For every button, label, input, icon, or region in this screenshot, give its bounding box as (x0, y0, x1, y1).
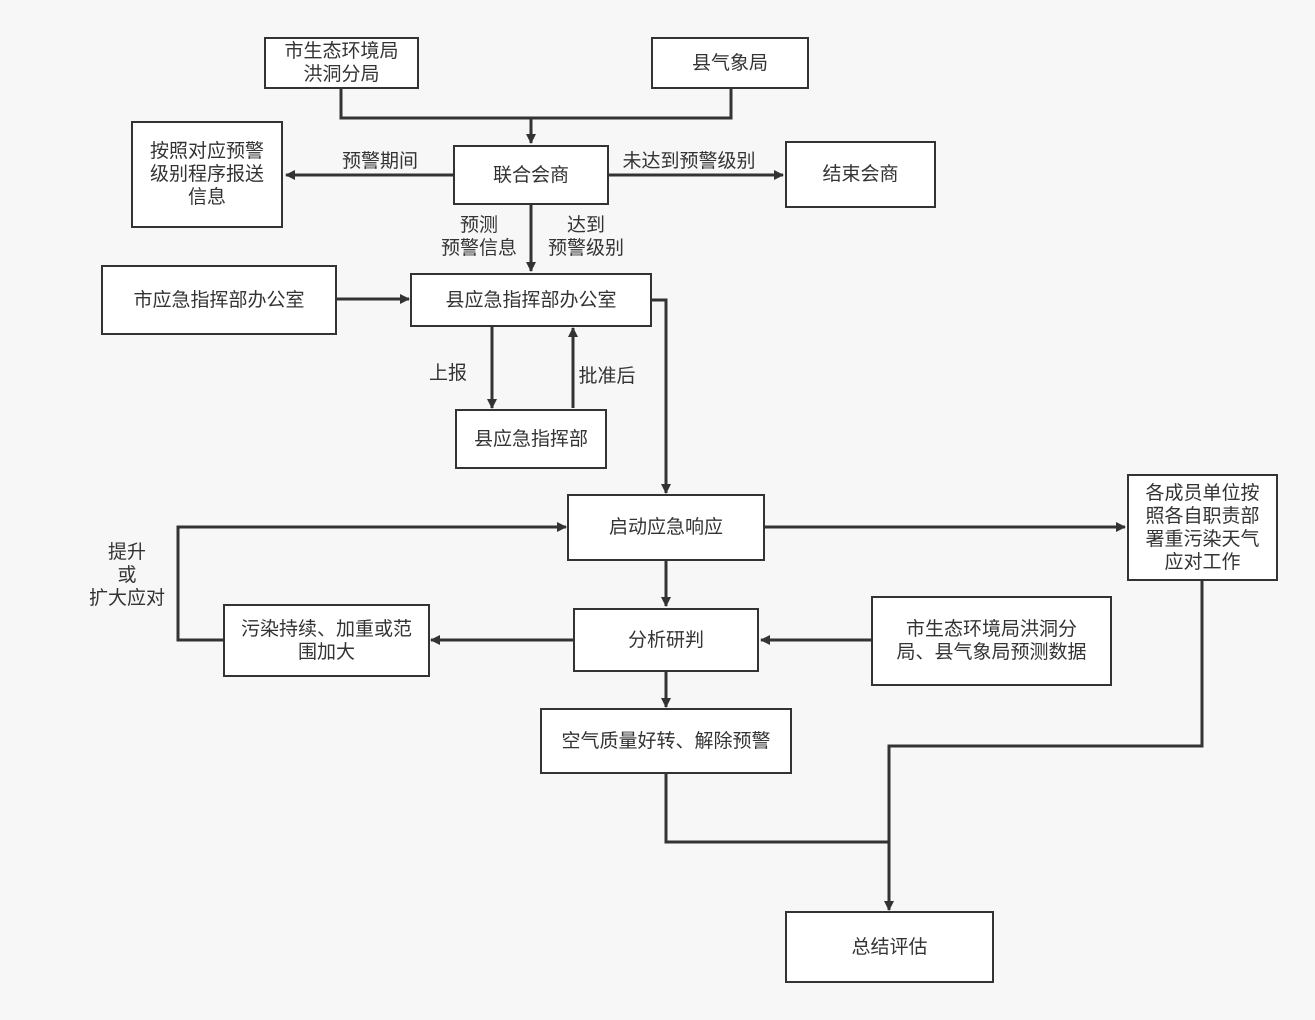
label-not-reach-level: 未达到预警级别 (622, 150, 756, 172)
edge-air-improves-to-summary (664, 773, 889, 844)
node-summary-evaluation: 总结评估 (785, 911, 994, 983)
node-city-emergency-office: 市应急指挥部办公室 (101, 265, 337, 335)
edge-escalate-loop (176, 522, 567, 642)
node-joint-consultation: 联合会商 (453, 145, 609, 205)
node-analysis: 分析研判 (573, 608, 759, 672)
node-pollution-continues: 污染持续、加重或范 围加大 (223, 604, 430, 677)
label-after-approval: 批准后 (578, 365, 636, 387)
node-county-emergency-office: 县应急指挥部办公室 (410, 273, 652, 327)
node-start-emergency-response: 启动应急响应 (567, 494, 765, 561)
node-member-units: 各成员单位按 照各自职责部 署重污染天气 应对工作 (1127, 474, 1278, 581)
label-warning-period: 预警期间 (341, 150, 418, 172)
node-forecast-data: 市生态环境局洪洞分 局、县气象局预测数据 (871, 596, 1112, 686)
node-send-info: 按照对应预警 级别程序报送 信息 (131, 121, 283, 228)
node-end-consultation: 结束会商 (785, 141, 936, 208)
label-report-up: 上报 (428, 362, 467, 384)
label-reach-level: 达到 预警级别 (547, 214, 624, 259)
edge-sources-to-consult (339, 89, 733, 143)
node-county-emergency-hq: 县应急指挥部 (455, 409, 607, 469)
edge-member-units-to-summary (884, 580, 1204, 911)
label-forecast-info: 预测 预警信息 (440, 214, 517, 259)
node-county-weather-bureau: 县气象局 (651, 37, 809, 89)
node-city-env-bureau: 市生态环境局 洪洞分局 (264, 37, 419, 89)
edge-county-office-to-start-response (652, 298, 671, 494)
label-escalate: 提升 或 扩大应对 (88, 541, 165, 609)
node-air-quality-improves: 空气质量好转、解除预警 (540, 708, 792, 774)
